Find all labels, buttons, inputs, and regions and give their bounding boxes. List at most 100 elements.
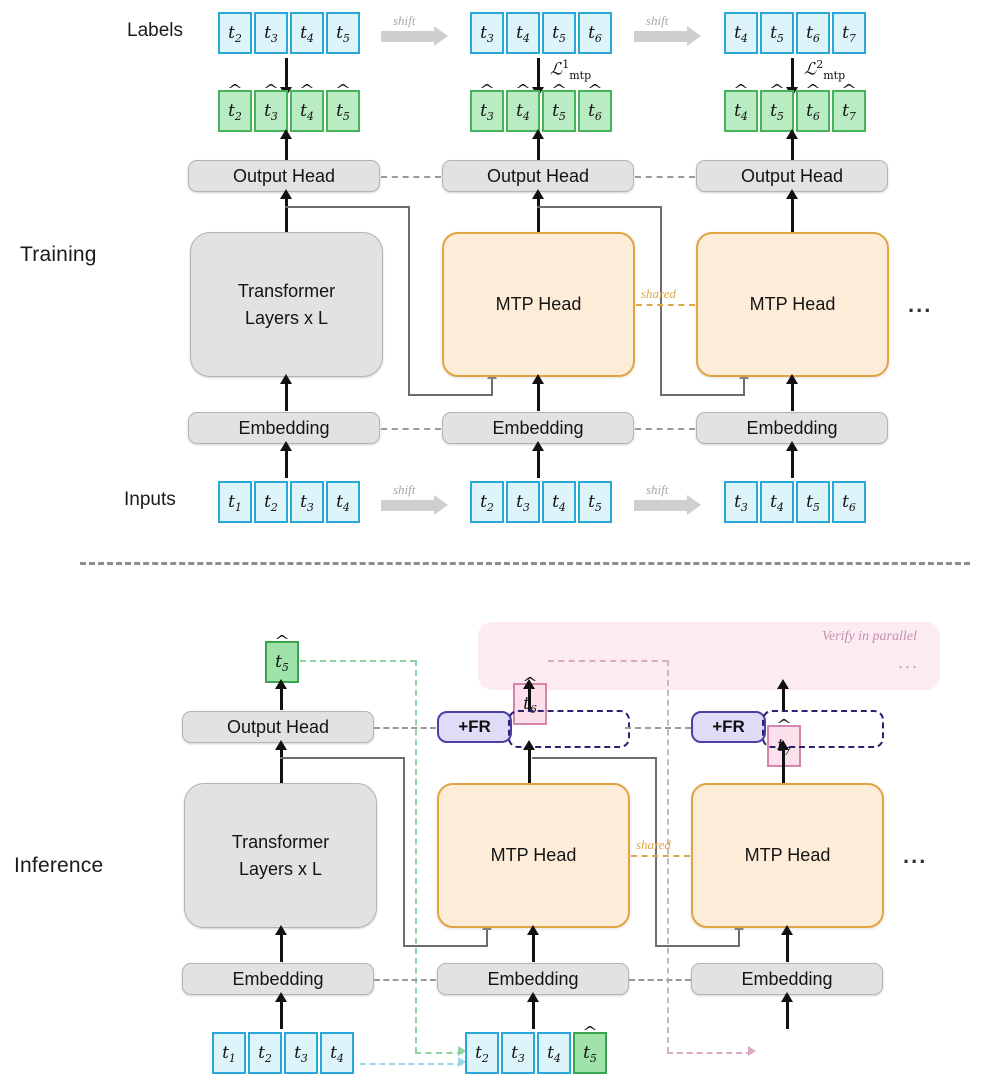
inference-input-row-1: t1 t2 t3 t4 xyxy=(212,1032,354,1074)
token-box: t2 xyxy=(248,1032,282,1074)
label-token-row-3: t4 t5 t6 t7 xyxy=(724,12,866,54)
loss-label-2: ℒ2mtp xyxy=(804,58,846,83)
label-token-row-1: t2 t3 t4 t5 xyxy=(218,12,360,54)
loss-subscript: mtp xyxy=(823,69,846,83)
token-box: t5 xyxy=(578,481,612,523)
loss-label-1: ℒ1mtp xyxy=(550,58,592,83)
mtp-head-block-inf-1: MTP Head xyxy=(437,783,630,928)
token-box: t4 xyxy=(326,481,360,523)
residual-line-v-inf-2b xyxy=(738,929,740,947)
section-label-training: Training xyxy=(20,243,97,266)
token-box: t6 xyxy=(832,481,866,523)
token-box: t7 xyxy=(832,90,866,132)
shift-arrow-4 xyxy=(634,495,701,515)
section-label-inference: Inference xyxy=(14,854,104,877)
arrow-fr-to-verify-token-1 xyxy=(528,688,531,710)
token-box: t2 xyxy=(218,12,252,54)
dashed-link-shared-mtp-training xyxy=(636,304,695,306)
pink-feedback-arrow-tip xyxy=(748,1046,756,1056)
arrow-embedding-to-mtp-inf-1 xyxy=(532,934,535,962)
residual-line-h-1b xyxy=(408,394,493,396)
cyan-feedback-line xyxy=(360,1063,463,1065)
arrow-fr-to-verify-token-2 xyxy=(782,688,785,710)
residual-line-v-inf-1b xyxy=(486,929,488,947)
token-box: t4 xyxy=(537,1032,571,1074)
pred-token-row-3: t4 t5 t6 t7 xyxy=(724,90,866,132)
token-box: t3 xyxy=(290,481,324,523)
token-box: t5 xyxy=(796,481,830,523)
arrow-embedding-to-mtp-inf-2 xyxy=(786,934,789,962)
dashed-link-embedding-2-3 xyxy=(635,428,695,430)
row-label-labels: Labels xyxy=(127,20,183,41)
pred-token-row-1: t2 t3 t4 t5 xyxy=(218,90,360,132)
output-head-block-2: Output Head xyxy=(442,160,634,192)
shift-label-2: shift xyxy=(646,13,669,28)
residual-line-h-2 xyxy=(537,206,662,208)
embedding-block-3: Embedding xyxy=(696,412,888,444)
loss-subscript: mtp xyxy=(569,69,592,83)
residual-line-h-1 xyxy=(285,206,410,208)
residual-line-h-inf-2b xyxy=(655,945,740,947)
token-box: t4 xyxy=(290,12,324,54)
output-head-block-3: Output Head xyxy=(696,160,888,192)
dashed-link-fr-1-2 xyxy=(625,727,691,729)
dashed-link-outhead-1-2 xyxy=(381,176,441,178)
token-box: t4 xyxy=(724,90,758,132)
pink-feedback-h-bottom xyxy=(667,1052,752,1054)
cyan-feedback-arrow-tip xyxy=(458,1057,466,1067)
dashed-link-embedding-inf-1-2 xyxy=(374,979,436,981)
arrow-embedding-to-mtp-2 xyxy=(537,383,540,411)
output-head-block-1: Output Head xyxy=(188,160,380,192)
arrow-embedding-to-transformer-inf xyxy=(280,934,283,962)
token-box: t5 xyxy=(542,90,576,132)
arrow-mtp-to-fr-inf-1 xyxy=(528,749,531,783)
input-token-row-3: t3 t4 t5 t6 xyxy=(724,481,866,523)
mtp-head-block-inf-2: MTP Head xyxy=(691,783,884,928)
residual-line-v-2 xyxy=(660,206,662,396)
token-box: t4 xyxy=(506,90,540,132)
label-token-row-2: t3 t4 t5 t6 xyxy=(470,12,612,54)
residual-line-h-2b xyxy=(660,394,745,396)
green-feedback-h-top xyxy=(300,660,416,662)
token-box: t3 xyxy=(254,90,288,132)
arrow-mtp-to-outhead-3 xyxy=(791,198,794,232)
residual-line-v-inf-1 xyxy=(403,757,405,947)
ellipsis-training: ... xyxy=(908,292,933,317)
shift-label-4: shift xyxy=(646,482,669,497)
arrow-transformer-to-outhead-inf xyxy=(280,749,283,783)
shared-label-inference: shared xyxy=(636,837,671,852)
token-box: t4 xyxy=(290,90,324,132)
arrow-embedding-to-mtp-3 xyxy=(791,383,794,411)
ellipsis-verify: ... xyxy=(898,652,920,672)
section-divider xyxy=(80,562,970,565)
residual-line-v-1b xyxy=(491,378,493,396)
dashed-link-outhead-2-3 xyxy=(635,176,695,178)
residual-line-v-1 xyxy=(408,206,410,396)
token-box: t3 xyxy=(470,12,504,54)
token-box: t4 xyxy=(760,481,794,523)
dashed-link-outhead-fr-inf xyxy=(374,727,436,729)
fr-dashed-extension-2 xyxy=(762,710,884,748)
token-box: t6 xyxy=(578,12,612,54)
inference-output-token: t5 xyxy=(265,641,299,683)
residual-line-h-inf-1 xyxy=(280,757,405,759)
token-box: t3 xyxy=(284,1032,318,1074)
arrow-input-to-embedding-inf-1 xyxy=(280,1001,283,1029)
arrow-outhead-to-token-inf xyxy=(280,688,283,710)
token-box: t3 xyxy=(254,12,288,54)
residual-line-v-inf-2 xyxy=(655,757,657,947)
loss-superscript: 1 xyxy=(562,58,570,71)
arrow-transformer-to-outhead-1 xyxy=(285,198,288,232)
embedding-block-inf-1: Embedding xyxy=(182,963,374,995)
green-feedback-h-bottom xyxy=(415,1052,463,1054)
dashed-link-embedding-inf-2-3 xyxy=(629,979,691,981)
arrow-label-to-pred-3 xyxy=(791,58,794,88)
arrow-outhead-to-pred-3 xyxy=(791,138,794,160)
fr-dashed-extension-1 xyxy=(508,710,630,748)
arrow-input-to-embedding-inf-3 xyxy=(786,1001,789,1029)
token-box: t6 xyxy=(796,12,830,54)
mtp-head-block-2: MTP Head xyxy=(696,232,889,377)
inference-input-row-2: t2 t3 t4 t5 xyxy=(465,1032,607,1074)
transformer-line-2: Layers x L xyxy=(238,858,323,879)
arrow-input-to-embedding-inf-2 xyxy=(532,1001,535,1029)
